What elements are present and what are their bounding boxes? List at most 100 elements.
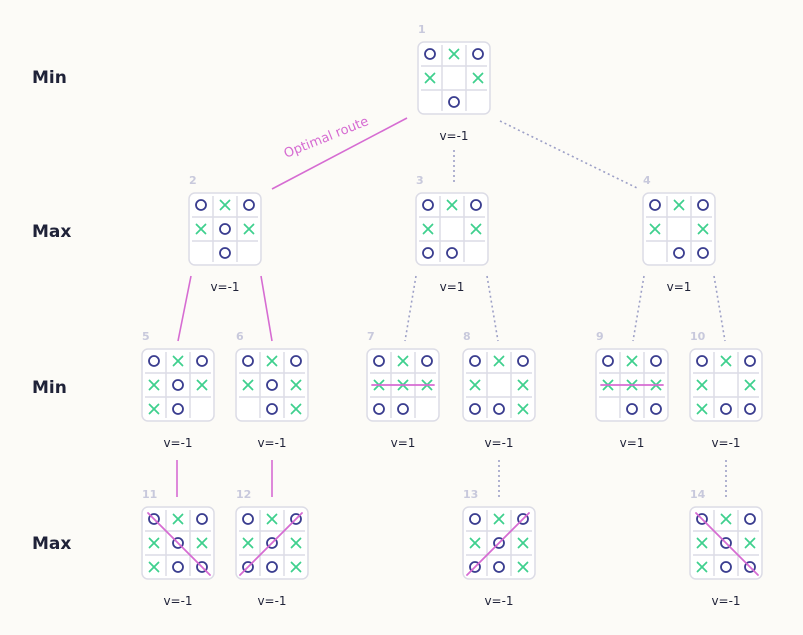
o-mark-icon [196, 513, 208, 525]
x-mark-icon [196, 537, 208, 549]
node-value: v=-1 [484, 594, 513, 608]
o-mark-icon [290, 355, 302, 367]
x-mark-icon [148, 537, 160, 549]
winning-line [466, 512, 530, 576]
x-mark-icon [493, 355, 505, 367]
x-mark-icon [517, 379, 529, 391]
x-mark-icon [626, 355, 638, 367]
x-mark-icon [148, 403, 160, 415]
node-number: 12 [236, 488, 251, 501]
node-number: 4 [643, 174, 651, 187]
x-mark-icon [517, 561, 529, 573]
tree-node-9: 9v=1 [595, 330, 669, 450]
node-value: v=1 [667, 280, 692, 294]
x-mark-icon [696, 379, 708, 391]
node-value: v=1 [391, 436, 416, 450]
x-mark-icon [517, 537, 529, 549]
o-mark-icon [697, 199, 709, 211]
x-mark-icon [424, 72, 436, 84]
tree-edge [713, 275, 726, 342]
x-mark-icon [448, 48, 460, 60]
node-value: v=-1 [210, 280, 239, 294]
tree-node-13: 13 v=-1 [462, 488, 536, 608]
node-number: 10 [690, 330, 706, 343]
o-mark-icon [517, 355, 529, 367]
o-mark-icon [720, 403, 732, 415]
node-value: v=1 [620, 436, 645, 450]
x-mark-icon [196, 379, 208, 391]
board-frame [188, 192, 262, 266]
o-mark-icon [626, 403, 638, 415]
level-label-max: Max [32, 222, 71, 242]
level-label-min: Min [32, 378, 67, 398]
o-mark-icon [493, 403, 505, 415]
node-number: 7 [367, 330, 375, 343]
o-mark-icon [720, 561, 732, 573]
node-value: v=-1 [257, 436, 286, 450]
o-mark-icon [172, 403, 184, 415]
x-mark-icon [517, 403, 529, 415]
o-mark-icon [422, 199, 434, 211]
tree-edges [176, 117, 727, 497]
x-mark-icon [673, 199, 685, 211]
o-mark-icon [696, 355, 708, 367]
o-mark-icon [290, 513, 302, 525]
o-mark-icon [696, 513, 708, 525]
x-mark-icon [744, 537, 756, 549]
o-mark-icon [373, 403, 385, 415]
node-value: v=-1 [257, 594, 286, 608]
o-mark-icon [148, 355, 160, 367]
x-mark-icon [243, 223, 255, 235]
x-mark-icon [266, 513, 278, 525]
x-mark-icon [219, 199, 231, 211]
node-number: 6 [236, 330, 244, 343]
o-mark-icon [266, 537, 278, 549]
node-value: v=1 [440, 280, 465, 294]
node-value: v=-1 [163, 436, 192, 450]
x-mark-icon [290, 561, 302, 573]
x-mark-icon [649, 223, 661, 235]
node-number: 3 [416, 174, 424, 187]
optimal-route-edge [271, 117, 408, 190]
o-mark-icon [242, 513, 254, 525]
tree-edge [486, 275, 499, 342]
winning-line [695, 512, 759, 576]
node-value: v=-1 [439, 129, 468, 143]
x-mark-icon [469, 537, 481, 549]
node-number: 13 [463, 488, 478, 501]
tree-edge [632, 275, 645, 342]
level-label-max: Max [32, 534, 71, 554]
o-mark-icon [242, 355, 254, 367]
x-mark-icon [493, 513, 505, 525]
x-mark-icon [422, 223, 434, 235]
o-mark-icon [493, 537, 505, 549]
o-mark-icon [422, 247, 434, 259]
x-mark-icon [446, 199, 458, 211]
o-mark-icon [266, 403, 278, 415]
o-mark-icon [196, 561, 208, 573]
node-number: 11 [142, 488, 157, 501]
o-mark-icon [424, 48, 436, 60]
tree-node-6: 6 v=-1 [235, 330, 309, 450]
x-mark-icon [696, 403, 708, 415]
x-mark-icon [744, 379, 756, 391]
tree-node-14: 14v=-1 [689, 488, 763, 608]
x-mark-icon [720, 355, 732, 367]
x-mark-icon [696, 561, 708, 573]
o-mark-icon [469, 561, 481, 573]
x-mark-icon [290, 537, 302, 549]
o-mark-icon [243, 199, 255, 211]
x-mark-icon [242, 379, 254, 391]
optimal-route-label: Optimal route [282, 114, 371, 162]
o-mark-icon [448, 96, 460, 108]
o-mark-icon [196, 355, 208, 367]
o-mark-icon [219, 247, 231, 259]
tree-node-7: 7 v=1 [366, 330, 440, 450]
x-mark-icon [242, 537, 254, 549]
o-mark-icon [697, 247, 709, 259]
o-mark-icon [720, 537, 732, 549]
o-mark-icon [373, 355, 385, 367]
o-mark-icon [219, 223, 231, 235]
board-frame [417, 41, 491, 115]
